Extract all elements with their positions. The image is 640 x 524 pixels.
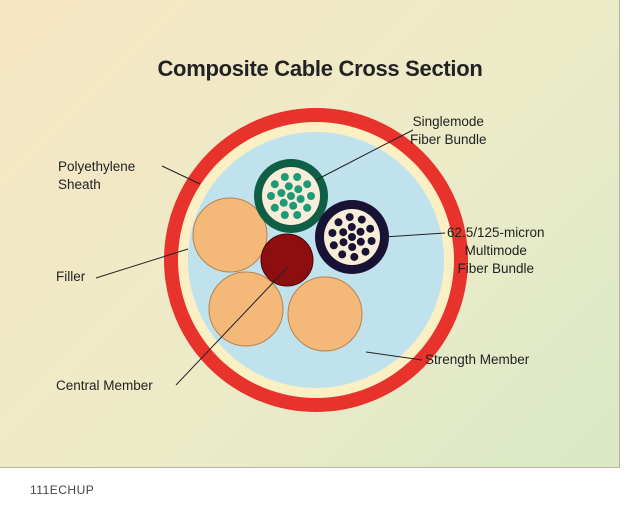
singlemode-fiber <box>307 192 315 200</box>
singlemode-fiber <box>280 211 289 219</box>
singlemode-fiber <box>267 192 275 200</box>
label-multimode-bundle: 62.5/125-micron Multimode Fiber Bundle <box>447 225 545 276</box>
multimode-fiber <box>348 243 357 251</box>
singlemode-fiber <box>303 180 312 189</box>
label-central-member: Central Member <box>56 378 153 393</box>
image-credit: 111ECHUP <box>30 483 95 497</box>
leader-line-multimode <box>383 232 446 238</box>
label-singlemode-bundle: Singlemode Fiber Bundle <box>410 114 487 147</box>
singlemode-fiber <box>270 203 279 212</box>
multimode-fiber <box>366 224 375 233</box>
multimode-fiber <box>339 238 348 247</box>
singlemode-fiber <box>294 185 303 194</box>
label-polyethylene-sheath: Polyethylene Sheath <box>58 159 136 192</box>
panel-border <box>0 0 620 468</box>
multimode-fiber <box>328 229 337 237</box>
singlemode-fiber <box>303 203 312 212</box>
central-member <box>260 233 314 287</box>
leader-line-sheath <box>161 165 201 185</box>
singlemode-fibers <box>267 173 315 219</box>
singlemode-fiber <box>270 180 279 189</box>
multimode-fiber <box>361 247 370 256</box>
multimode-fiber <box>350 252 359 261</box>
singlemode-fiber <box>293 173 302 181</box>
singlemode-fiber <box>277 189 286 197</box>
leader-line-strength-member <box>365 351 423 361</box>
label-strength-member: Strength Member <box>425 352 530 367</box>
multimode-fiber <box>338 250 347 259</box>
singlemode-fiber <box>287 192 295 200</box>
singlemode-fiber <box>284 182 293 191</box>
diagram-title: Composite Cable Cross Section <box>157 56 483 81</box>
multimode-fiber <box>347 223 356 231</box>
multimode-fiber <box>345 213 354 222</box>
multimode-fiber <box>339 228 348 237</box>
leader-line-singlemode <box>315 129 414 181</box>
multimode-fiber <box>334 218 343 227</box>
leader-line-central-member <box>175 267 288 386</box>
singlemode-fiber <box>289 201 298 210</box>
filler-left <box>192 197 268 273</box>
singlemode-fiber <box>279 198 288 207</box>
filler-bottom-left <box>208 271 284 347</box>
multimode-fiber <box>329 241 338 250</box>
leader-line-filler <box>95 248 189 279</box>
multimode-fibers <box>328 213 376 261</box>
filler-bottom-right <box>287 276 363 352</box>
multimode-fiber <box>356 237 365 246</box>
singlemode-fiber <box>296 195 305 203</box>
singlemode-fiber <box>280 173 289 181</box>
label-filler: Filler <box>56 269 86 284</box>
multimode-fiber <box>357 215 366 224</box>
multimode-fiber <box>367 237 376 245</box>
multimode-fiber <box>348 233 356 241</box>
multimode-fiber <box>356 227 365 236</box>
singlemode-fiber <box>293 211 302 219</box>
